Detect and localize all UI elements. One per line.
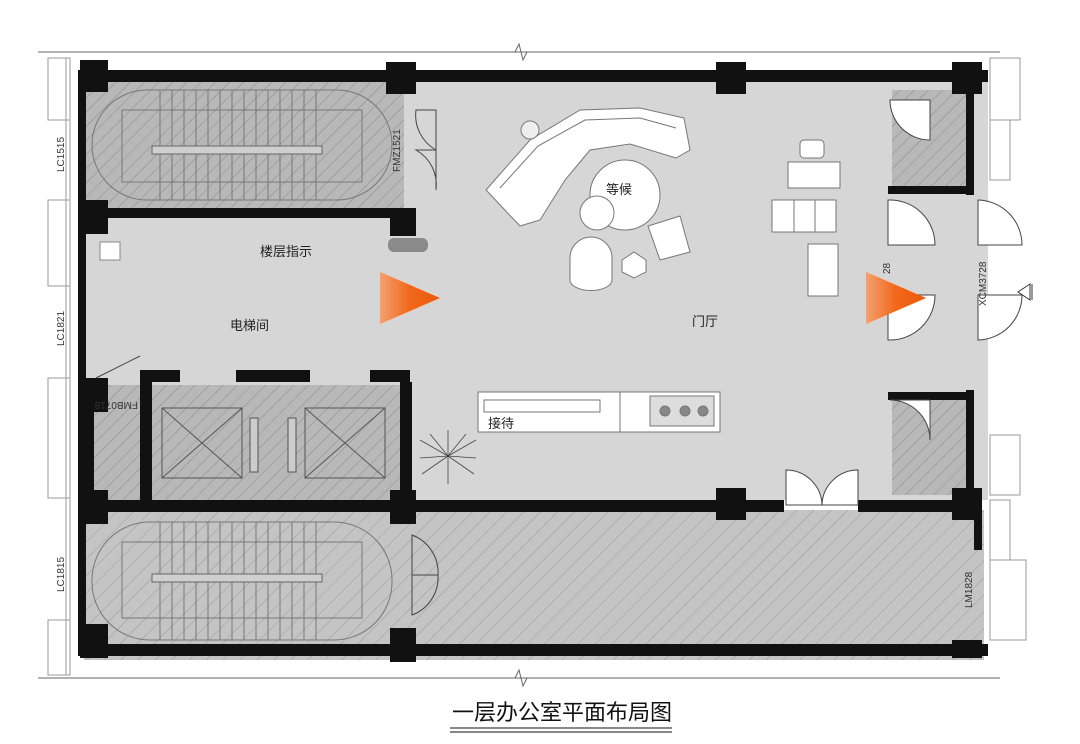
walls [78, 60, 988, 662]
elevator-shaft-area [84, 385, 409, 505]
entrance-arrow-left [380, 272, 440, 324]
elevator-hall-label: 电梯间 [230, 319, 269, 334]
door-block [388, 238, 428, 252]
page-title: 一层办公室平面布局图 [452, 701, 672, 726]
left-window-frames [47, 57, 71, 676]
floor-sign-label: 楼层指示 [260, 245, 312, 260]
elevators [161, 407, 386, 479]
entry-marker-icon [1017, 283, 1033, 301]
plant-icon [419, 430, 477, 484]
dimension-lines [38, 42, 1000, 688]
code-fmb0718: FMB0718 [94, 399, 138, 410]
reception-label: 接待 [488, 416, 514, 432]
office-furniture [771, 139, 841, 297]
code-lc1821: LC1821 [56, 311, 67, 346]
code-lm1828: LM1828 [964, 571, 975, 608]
sofa-set [485, 107, 691, 291]
service-rooms-right-2 [892, 395, 972, 495]
sign-box [99, 241, 121, 261]
code-lc1815: LC1815 [56, 557, 67, 592]
lobby-label: 门厅 [692, 315, 718, 330]
code-lc1515: LC1515 [56, 137, 67, 172]
code-fmz1521: FMZ1521 [392, 129, 403, 172]
lower-staircase [91, 521, 393, 641]
entrance-arrow-right [866, 272, 926, 324]
lower-corridor-area [84, 510, 984, 660]
right-window-frames [989, 57, 1027, 641]
code-m28: 28 [882, 262, 893, 274]
waiting-label: 等候 [606, 182, 632, 198]
reception-desk [477, 391, 721, 433]
code-xcm3728: XCM3728 [978, 261, 989, 306]
upper-staircase [91, 89, 393, 201]
